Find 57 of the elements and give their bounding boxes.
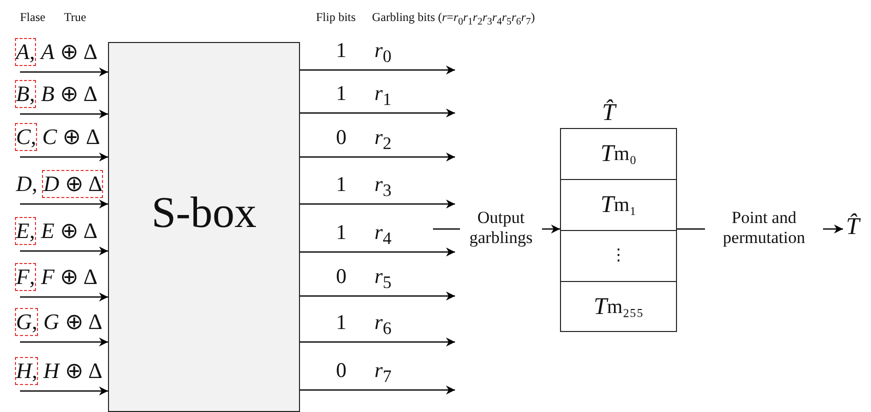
highlighted-value: D ⊕ Δ bbox=[43, 171, 102, 197]
arrow bbox=[20, 386, 108, 396]
arrow bbox=[300, 66, 455, 74]
arrow bbox=[300, 386, 455, 394]
output-symbol: T̂ bbox=[846, 214, 864, 244]
arrow bbox=[300, 200, 455, 208]
column-heading: Flase bbox=[20, 10, 46, 25]
arrow bbox=[20, 68, 108, 76]
arrow bbox=[20, 246, 108, 256]
value-label: F ⊕ Δ bbox=[40, 264, 98, 290]
garbling-bit: r$_{2}$ bbox=[374, 125, 392, 154]
arrow bbox=[20, 200, 108, 208]
garbling-bit: r$_{7}$ bbox=[374, 358, 392, 388]
garbling-bit: r$_{6}$ bbox=[374, 310, 392, 340]
highlighted-value: C, bbox=[16, 124, 36, 150]
highlighted-value: G, bbox=[16, 309, 38, 335]
highlighted-value: B, bbox=[16, 81, 35, 107]
arrow bbox=[20, 110, 108, 118]
flip-bit: 1 bbox=[336, 172, 346, 197]
table-row: ⋮ bbox=[561, 230, 676, 281]
flip-bit: 1 bbox=[336, 81, 346, 106]
value-label: B ⊕ Δ bbox=[40, 81, 98, 107]
value-label: E ⊕ Δ bbox=[40, 218, 98, 244]
arrow bbox=[300, 338, 455, 346]
arrow bbox=[300, 248, 455, 256]
column-heading: Flip bits bbox=[316, 10, 356, 25]
arrow bbox=[20, 152, 108, 162]
garbling-bit: r$_{0}$ bbox=[374, 38, 392, 68]
garbling-bit: r$_{4}$ bbox=[374, 220, 392, 250]
arrow bbox=[20, 292, 108, 302]
arrow bbox=[300, 108, 455, 118]
flip-bit: 0 bbox=[336, 125, 346, 150]
table-heading: T̂ bbox=[602, 100, 616, 127]
flip-bit: 1 bbox=[336, 38, 346, 63]
value-label: D, bbox=[16, 171, 38, 197]
highlighted-value: E, bbox=[16, 218, 35, 244]
arrow bbox=[20, 338, 108, 346]
highlighted-value: A, bbox=[16, 39, 35, 65]
garbling-bit: r$_{3}$ bbox=[374, 172, 392, 202]
arrow bbox=[300, 152, 455, 162]
value-label: C ⊕ Δ bbox=[42, 124, 100, 150]
garbling-bit: r$_{5}$ bbox=[374, 264, 392, 294]
highlighted-value: H, bbox=[16, 358, 38, 384]
garbling-bit: r$_{1}$ bbox=[374, 81, 392, 110]
column-heading: True bbox=[64, 10, 86, 25]
s-box-block: S-box bbox=[108, 42, 300, 412]
flip-bit: 0 bbox=[336, 264, 346, 289]
highlighted-value: F, bbox=[16, 264, 35, 290]
flip-bit: 0 bbox=[336, 358, 346, 383]
flip-bit: 1 bbox=[336, 310, 346, 335]
column-heading: Garbling bits (r=r$_{0}$r$_{1}$r$_{2}$r$_{3}$r$_{4}$r$_{5}$r$_{6}$r$_{7}$) bbox=[372, 10, 535, 28]
value-label: G ⊕ Δ bbox=[43, 309, 102, 335]
edge-label: Point and permutation bbox=[705, 208, 823, 248]
arrow bbox=[300, 292, 455, 300]
value-label: H ⊕ Δ bbox=[43, 358, 102, 384]
value-label: A ⊕ Δ bbox=[40, 39, 98, 65]
flip-bit: 1 bbox=[336, 220, 346, 245]
